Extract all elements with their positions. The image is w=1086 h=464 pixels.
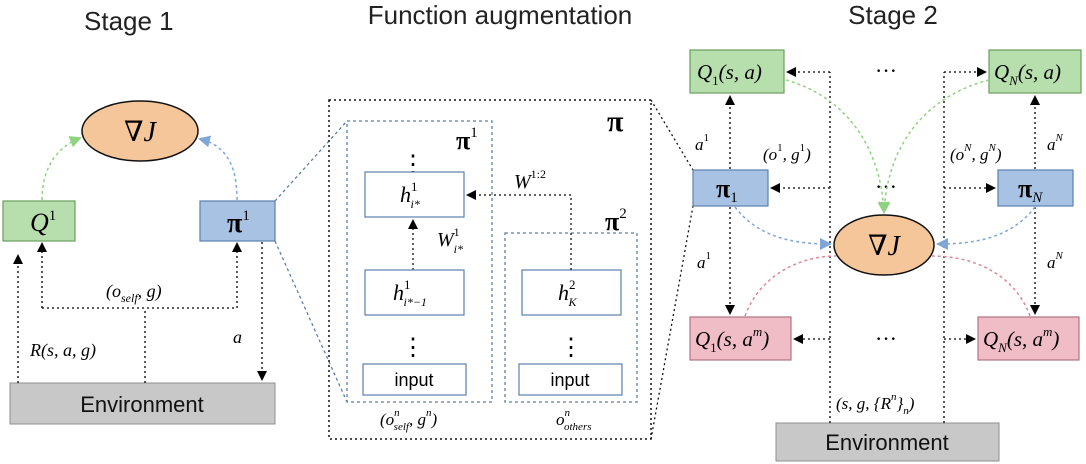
pi2-vdots: ⋮ xyxy=(559,335,583,361)
augmentation-pi-label: π xyxy=(607,105,624,138)
zoom-line-upper-left xyxy=(274,120,348,202)
stage2-obs-left-label: (o1, g1) xyxy=(763,142,811,164)
stage1-title: Stage 1 xyxy=(84,6,174,36)
stage2-q1-pink-to-gradj xyxy=(744,255,837,317)
stage1-reward-label: R(s, a, g) xyxy=(29,340,96,361)
augmentation-outer-box xyxy=(328,99,652,440)
zoom-line-lower-right xyxy=(650,205,694,440)
stage2-a1-top-label: a1 xyxy=(695,132,709,154)
stage2-top-ellipsis: ··· xyxy=(875,58,897,83)
stage2-q1-pink-label: Q1(s, am) xyxy=(695,324,769,355)
w-cross-label: W1:2 xyxy=(514,167,546,193)
stage2-qn-pink-label: QN(s, am) xyxy=(983,324,1059,355)
stage2-environment-box xyxy=(775,422,1000,462)
input-left-node xyxy=(362,363,467,396)
stage1-pi-to-gradj-arrow xyxy=(198,135,238,201)
stage2-environment-label: Environment xyxy=(825,430,949,455)
augmentation-title: Function augmentation xyxy=(368,0,633,30)
input-right-node xyxy=(518,363,623,396)
stage2-q1-pink-node xyxy=(689,316,792,361)
zoom-line-lower-left xyxy=(274,240,348,403)
h-right-node xyxy=(521,269,622,316)
stage2-bottom-ellipsis: ··· xyxy=(875,326,897,351)
stage2-an-top-label: aN xyxy=(1047,132,1064,154)
stage2-q1-green-node xyxy=(689,49,785,94)
stage2-pin-node xyxy=(997,169,1074,207)
stage1-q-node xyxy=(2,200,76,242)
stage1-q-to-gradj-arrow xyxy=(41,136,82,201)
stage2-gradj-label: ∇J xyxy=(868,231,902,262)
pi1-bottom-vdots: ⋮ xyxy=(401,335,425,361)
stage2-qn-pink-node xyxy=(977,316,1080,361)
stage2-pin-to-gradj xyxy=(936,206,1036,250)
stage1-obs-label: (oself, g) xyxy=(106,281,162,305)
stage2-gradj-node xyxy=(833,214,935,276)
stage2-pi1-label: π1 xyxy=(716,174,738,206)
stage2-qn-green-to-gradj xyxy=(878,79,990,214)
stage1-environment-label: Environment xyxy=(80,392,204,417)
stage2-q1-green-to-gradj xyxy=(785,79,890,214)
stage1-gradj-label: ∇J xyxy=(124,117,158,148)
stage1-q-label: Q1 xyxy=(30,208,56,237)
stage2-pi1-to-gradj xyxy=(734,206,832,250)
stage2-obs-right-label: (oN, gN) xyxy=(950,142,1002,164)
pi1-group-box xyxy=(346,120,493,403)
zoom-line-upper-right xyxy=(650,99,694,171)
pi2-group-label: π2 xyxy=(605,206,627,236)
stage1-pi-node xyxy=(199,200,276,242)
stage2-pi1-node xyxy=(692,169,769,207)
stage1-environment-box xyxy=(9,382,276,425)
stage1-action-label: a xyxy=(233,327,242,347)
stage2-state-tuple-label: (s, g, {Rn}n) xyxy=(836,391,915,417)
stage2-qn-pink-to-gradj xyxy=(931,255,1031,317)
stage2-title: Stage 2 xyxy=(848,0,938,30)
stage1-gradj-node xyxy=(81,100,199,162)
h-mid-node xyxy=(364,269,465,316)
stage2-a1-bottom-label: a1 xyxy=(697,250,711,272)
h-top-node xyxy=(364,171,465,218)
stage1-pi-label: π1 xyxy=(227,208,250,239)
w-cross-arrow xyxy=(466,190,572,270)
pi1-group-label: π1 xyxy=(456,125,478,155)
stage2-mid-ellipsis: ··· xyxy=(875,174,897,199)
stage2-q1-green-label: Q1(s, a) xyxy=(697,60,762,88)
stage2-pin-label: πN xyxy=(1018,174,1043,206)
stage2-qn-green-node xyxy=(988,49,1082,94)
stage2-qn-green-label: QN(s, a) xyxy=(994,60,1061,88)
input-left-label: input xyxy=(394,370,433,390)
input-right-label: input xyxy=(550,370,589,390)
stage2-an-bottom-label: aN xyxy=(1047,250,1064,272)
